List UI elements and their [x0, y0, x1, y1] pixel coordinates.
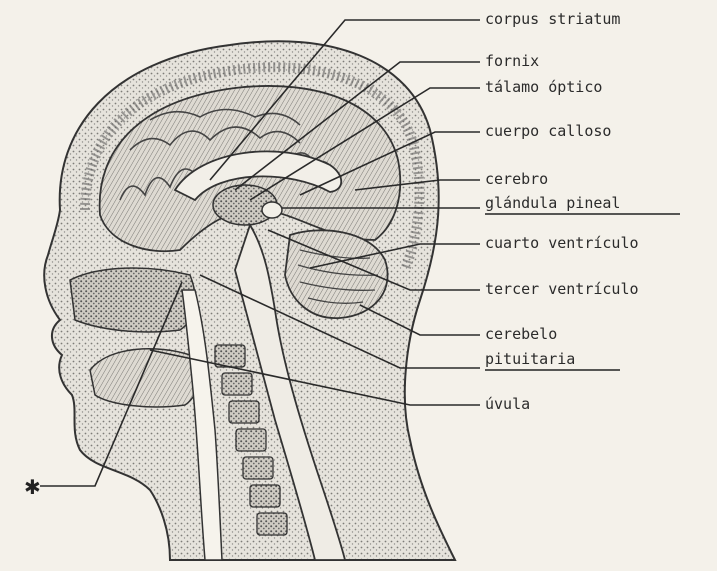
label-cuerpo-calloso: cuerpo calloso — [485, 122, 611, 140]
label-cerebelo: cerebelo — [485, 325, 557, 343]
label-fornix: fornix — [485, 52, 539, 70]
label-talamo-optico: tálamo óptico — [485, 78, 602, 96]
label-pituitaria: pituitaria — [485, 350, 575, 368]
label-cuarto-ventriculo: cuarto ventrículo — [485, 234, 639, 252]
label-glandula-pineal: glándula pineal — [485, 194, 620, 212]
label-corpus-striatum: corpus striatum — [485, 10, 620, 28]
asterisk-marker: ✱ — [24, 475, 41, 499]
pineal-shape — [262, 202, 282, 218]
label-cerebro: cerebro — [485, 170, 548, 188]
nasal-cavity — [70, 268, 195, 332]
label-tercer-ventriculo: tercer ventrículo — [485, 280, 639, 298]
label-uvula: úvula — [485, 395, 530, 413]
